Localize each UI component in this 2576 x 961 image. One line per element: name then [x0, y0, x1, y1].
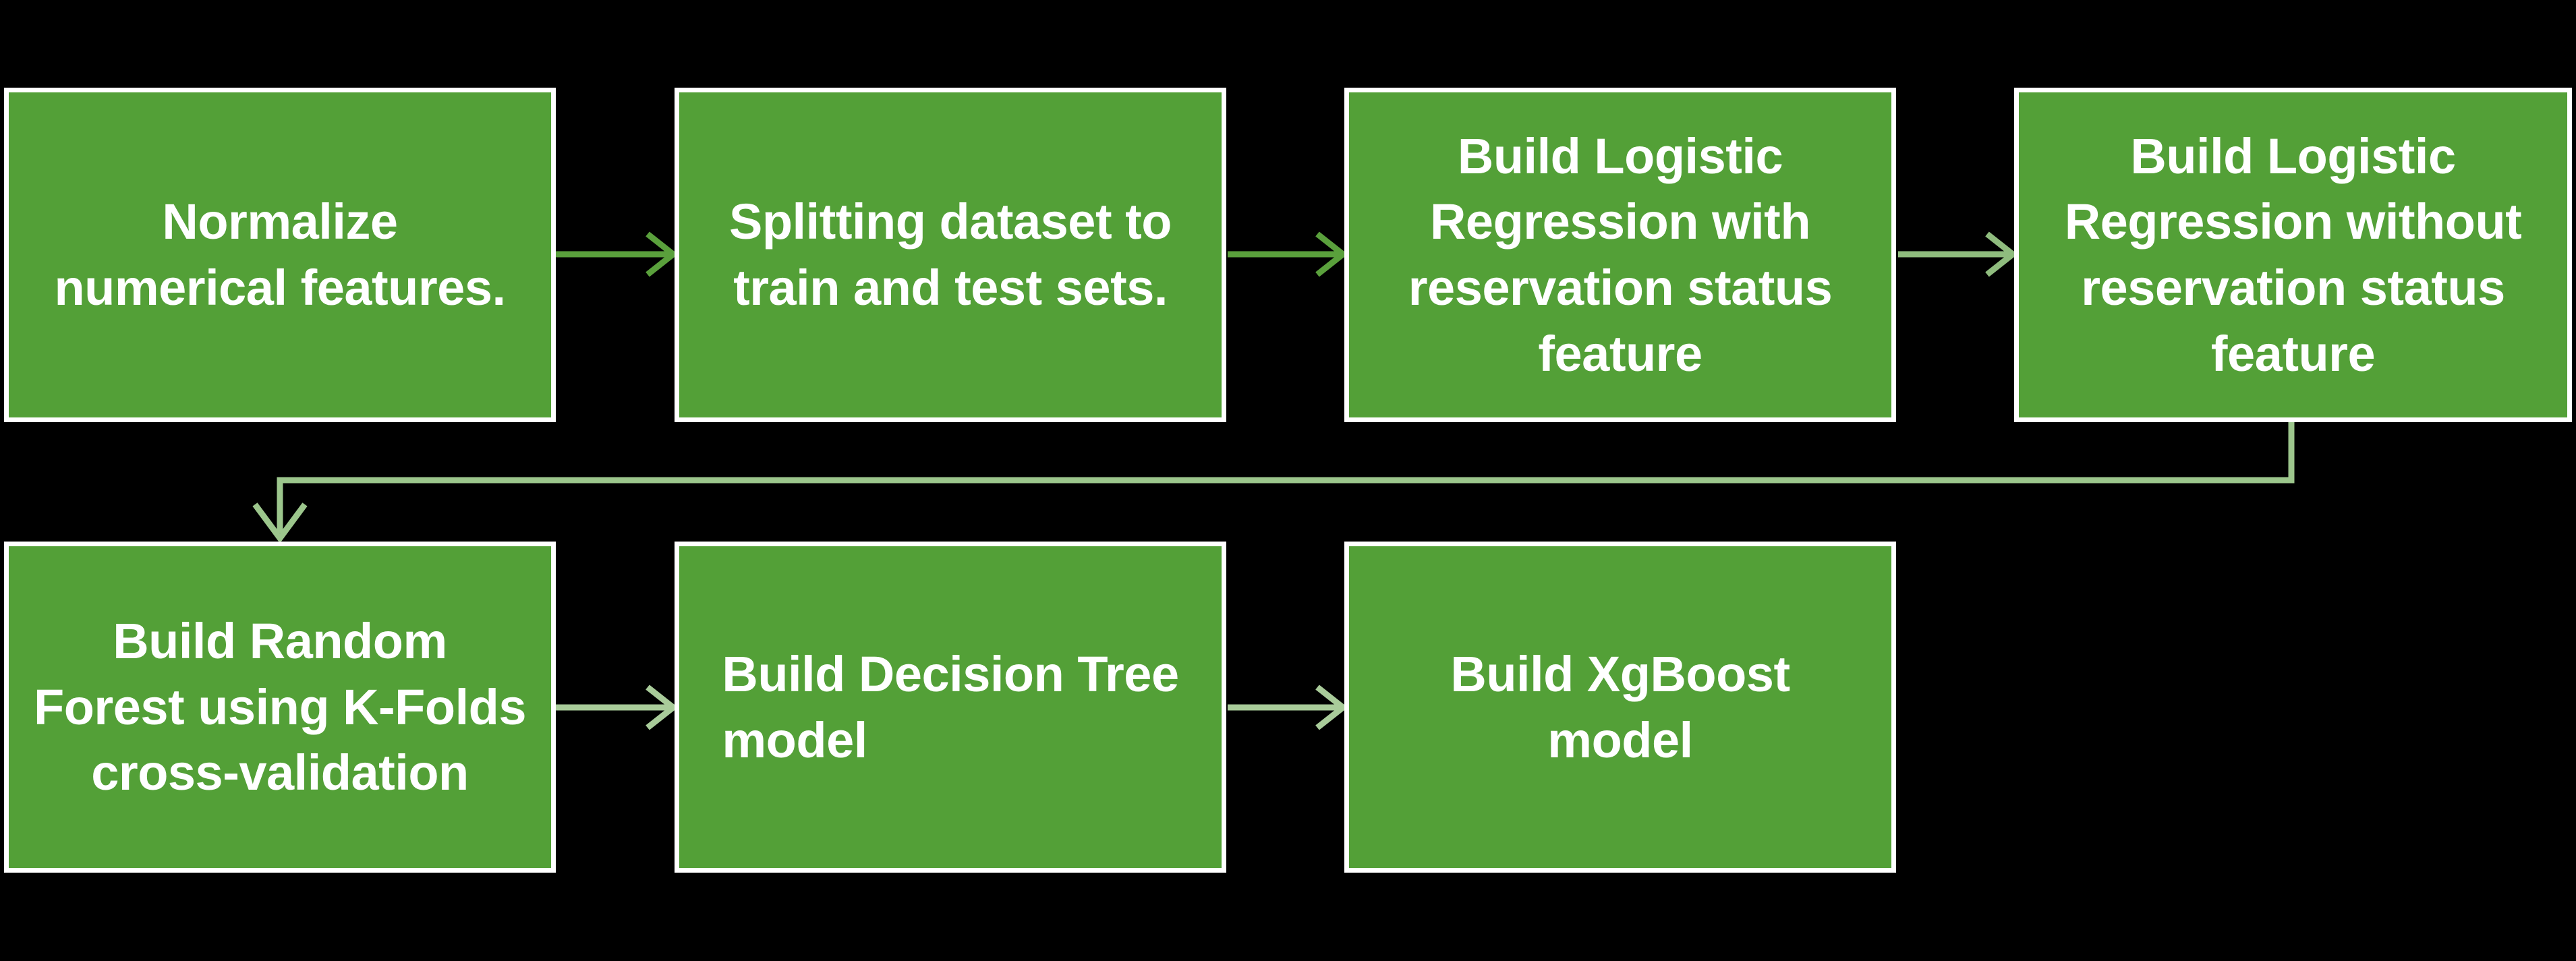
node-random-forest[interactable]: Build Random Forest using K-Folds cross-… [4, 542, 556, 873]
node-random-forest-label: Build Random Forest using K-Folds cross-… [34, 612, 527, 801]
arrow-logreg-with-to-logreg-without [1898, 231, 2018, 277]
node-logreg-with[interactable]: Build Logistic Regression with reservati… [1344, 88, 1896, 422]
arrow-decision-tree-to-xgboost [1228, 685, 1348, 730]
node-split-label: Splitting dataset to train and test sets… [729, 194, 1172, 316]
node-logreg-without-label: Build Logistic Regression without reserv… [2064, 127, 2522, 382]
node-normalize-label: Normalize numerical features. [54, 194, 506, 316]
arrow-normalize-to-split [554, 231, 679, 277]
node-decision-tree-label: Build Decision Tree model [722, 645, 1179, 768]
node-xgboost[interactable]: Build XgBoost model [1344, 542, 1896, 873]
arrow-random-forest-to-decision-tree [554, 685, 679, 730]
node-xgboost-label: Build XgBoost model [1450, 645, 1790, 768]
node-decision-tree[interactable]: Build Decision Tree model [675, 542, 1226, 873]
node-split[interactable]: Splitting dataset to train and test sets… [675, 88, 1226, 422]
node-logreg-without[interactable]: Build Logistic Regression without reserv… [2014, 88, 2572, 422]
node-normalize[interactable]: Normalize numerical features. [4, 88, 556, 422]
arrow-split-to-logreg-with [1228, 231, 1348, 277]
node-logreg-with-label: Build Logistic Regression with reservati… [1408, 127, 1833, 382]
arrow-logreg-without-to-random-forest [252, 421, 2295, 544]
